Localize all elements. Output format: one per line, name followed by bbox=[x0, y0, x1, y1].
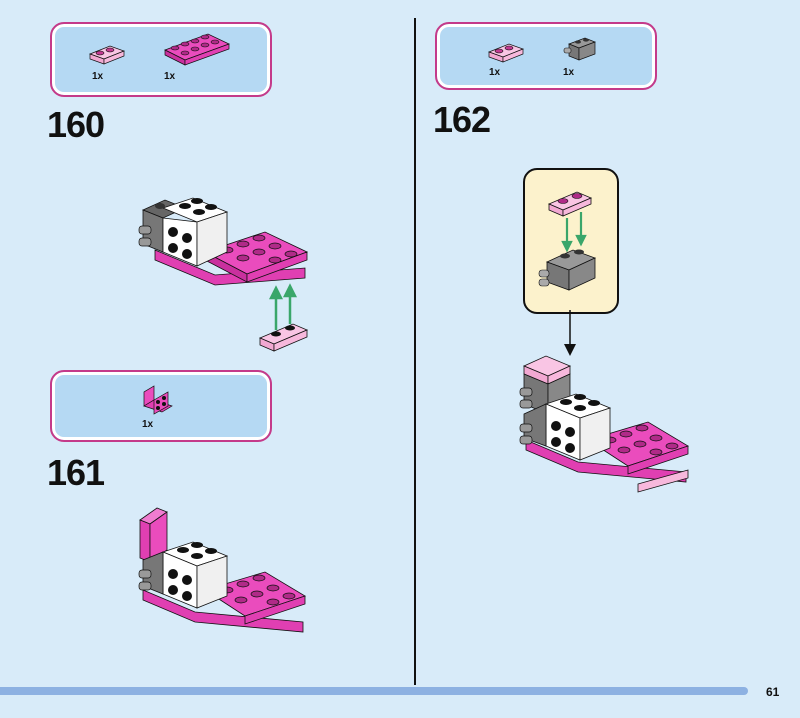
parts-callout-160: 1x 1x bbox=[50, 22, 272, 97]
subassembly-callout bbox=[523, 168, 619, 314]
magenta-bracket-icon bbox=[143, 385, 173, 415]
build-illustration-161 bbox=[138, 507, 306, 633]
light-pink-plate-icon bbox=[488, 43, 524, 63]
page-number: 61 bbox=[766, 685, 780, 699]
light-pink-plate-icon bbox=[89, 45, 125, 65]
part-qty: 1x bbox=[489, 67, 501, 78]
grey-clip-brick-icon bbox=[563, 37, 596, 61]
step-number-160: 160 bbox=[47, 104, 105, 145]
subassembly-illustration bbox=[538, 191, 597, 291]
build-illustration-162 bbox=[519, 355, 689, 493]
step-number-161: 161 bbox=[47, 452, 105, 493]
part-qty: 1x bbox=[142, 419, 154, 430]
build-illustration-160 bbox=[138, 197, 309, 352]
placement-arrow bbox=[564, 310, 576, 356]
part-qty: 1x bbox=[563, 67, 575, 78]
part-qty: 1x bbox=[92, 71, 104, 82]
magenta-plate-icon bbox=[164, 33, 230, 66]
parts-callout-162: 1x 1x bbox=[435, 22, 657, 90]
part-qty: 1x bbox=[164, 71, 176, 82]
parts-callout-161: 1x bbox=[50, 370, 272, 442]
page-footer-bar bbox=[0, 687, 748, 695]
step-number-162: 162 bbox=[433, 99, 491, 140]
column-divider bbox=[414, 18, 416, 685]
